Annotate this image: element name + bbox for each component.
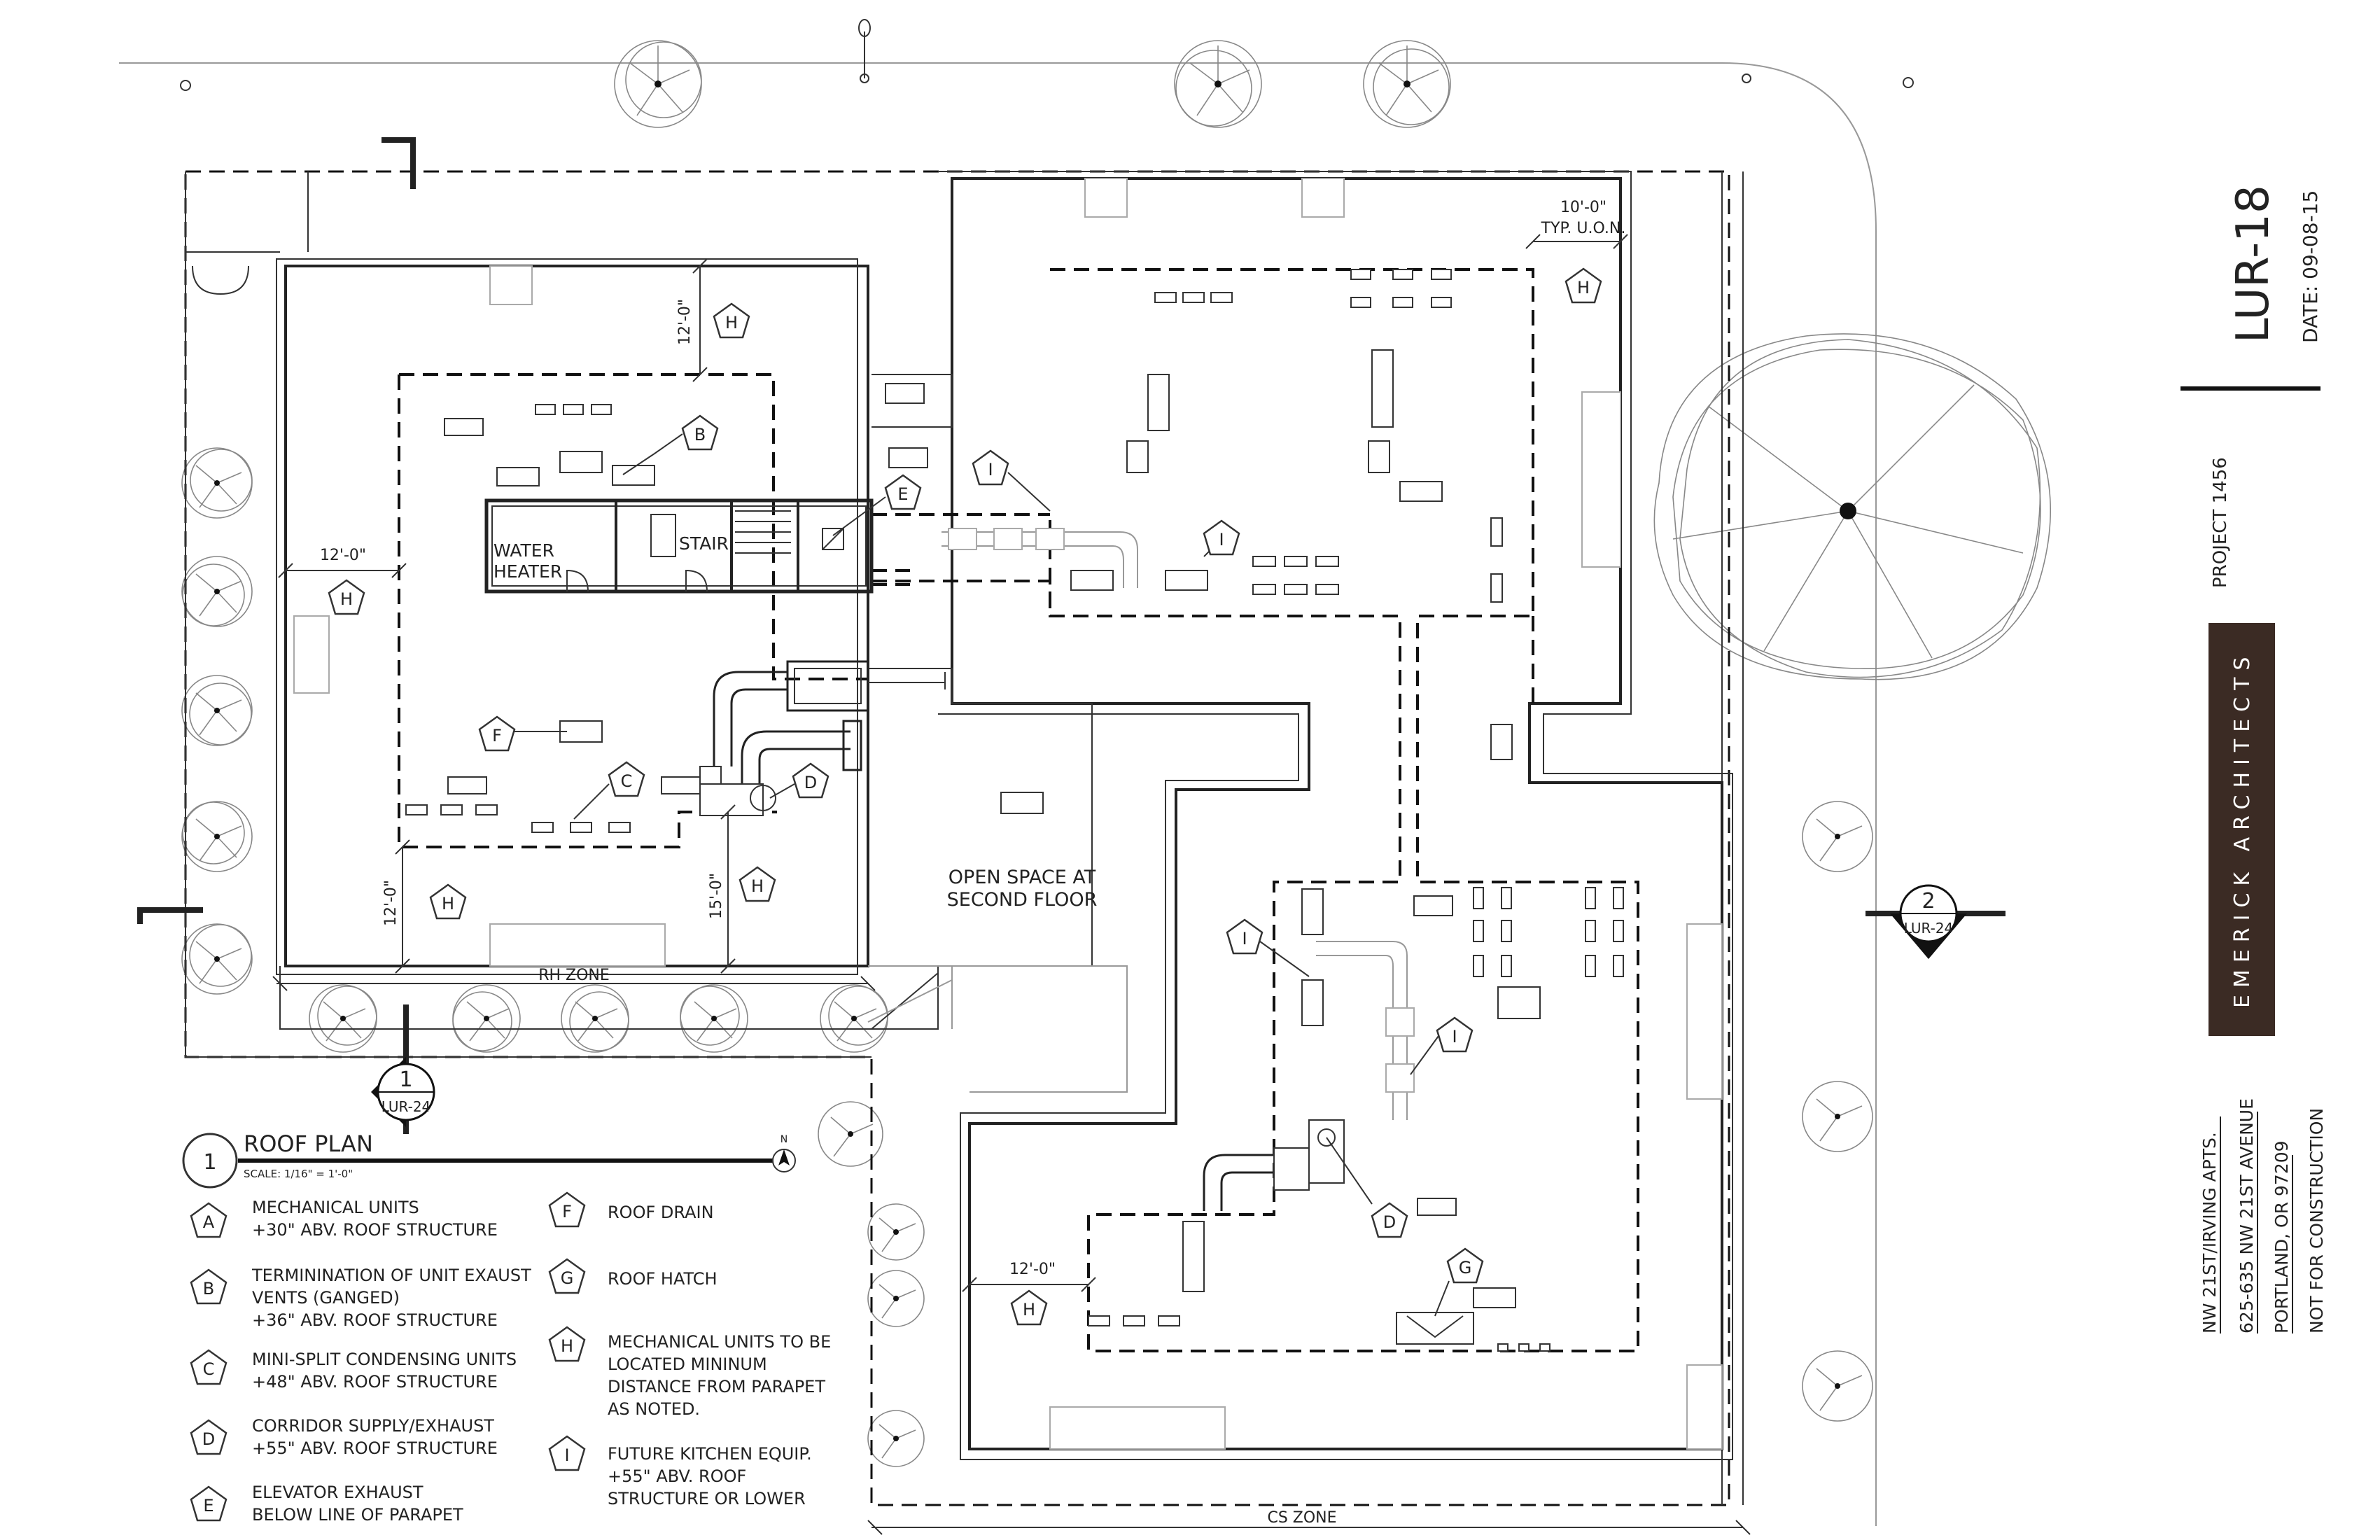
open-space-label: SECOND FLOOR [947, 889, 1098, 911]
plan-labels: WATER HEATER STAIR OPEN SPACE AT SECOND … [272, 533, 1751, 1535]
plan-scale: SCALE: 1/16" = 1'-0" [244, 1168, 353, 1180]
drawing-title: 1 ROOF PLAN SCALE: 1/16" = 1'-0" N [182, 1130, 796, 1189]
callout-F: F [492, 726, 502, 746]
legend-C: MINI-SPLIT CONDENSING UNITS+48" ABV. ROO… [252, 1350, 517, 1392]
water-heater-label: WATER [493, 540, 554, 561]
plan-number: 1 [203, 1150, 216, 1175]
roof-equipment [293, 178, 1723, 1450]
callout-H: H [751, 876, 764, 896]
section-2-number: 2 [1921, 889, 1935, 913]
sheet-title-block: LUR-18 DATE: 09-08-15 PROJECT 1456 EMERI… [2180, 185, 2327, 1334]
callout-I: I [988, 460, 993, 479]
address-line-3: PORTLAND, OR 97209 [2272, 1140, 2292, 1334]
legend-key-C: C [203, 1359, 215, 1379]
open-space-label: OPEN SPACE AT [948, 867, 1096, 888]
dim-12-north: 12'-0" [676, 299, 694, 345]
section-2-sheet: LUR-24 [1904, 920, 1954, 937]
section-markers: 1 LUR-24 2 LUR-24 [137, 137, 2005, 1134]
dim-typ: TYP. U.O.N. [1541, 220, 1626, 237]
dim-12-south: 12'-0" [382, 880, 400, 926]
legend-A: MECHANICAL UNITS+30" ABV. ROOF STRUCTURE [252, 1198, 498, 1240]
callout-D: D [1383, 1212, 1396, 1232]
section-1-sheet: LUR-24 [382, 1098, 431, 1115]
callout-I: I [1242, 929, 1247, 948]
firm-panel [2208, 623, 2275, 1036]
legend-D: CORRIDOR SUPPLY/EXHAUST+55" ABV. ROOF ST… [252, 1416, 498, 1458]
callout-I: I [1219, 530, 1224, 550]
legend-G: ROOF HATCH [608, 1269, 718, 1289]
legend-key-G: G [561, 1268, 574, 1288]
callout-I: I [1452, 1027, 1457, 1046]
legend-key-H: H [561, 1336, 573, 1356]
callout-B: B [694, 425, 706, 444]
sheet-number: LUR-18 [2227, 185, 2279, 343]
legend-key-E: E [203, 1496, 214, 1516]
callout-H: H [1023, 1300, 1035, 1320]
stair-label: STAIR [679, 533, 729, 554]
sheet-date: DATE: 09-08-15 [2299, 190, 2322, 343]
callout-D: D [804, 773, 817, 792]
building-outline [184, 170, 1744, 1506]
plan-title: ROOF PLAN [244, 1130, 373, 1157]
rh-zone-label: RH ZONE [538, 967, 610, 984]
cs-zone-label: CS ZONE [1267, 1509, 1336, 1527]
legend-key-B: B [203, 1279, 214, 1298]
legend-key-A: A [203, 1212, 215, 1232]
site-context [119, 19, 1914, 1526]
east-units [885, 269, 1624, 1352]
callout-H: H [442, 894, 454, 913]
building-core [484, 498, 874, 594]
callout-E: E [897, 484, 908, 504]
address-line-1: NW 21ST/IRVING APTS. [2199, 1132, 2220, 1334]
legend-key-I: I [564, 1446, 569, 1465]
callout-C: C [621, 771, 633, 791]
dim-10: 10'-0" [1560, 199, 1606, 216]
legend: A MECHANICAL UNITS+30" ABV. ROOF STRUCTU… [190, 1191, 831, 1525]
callouts: H B E H F C D H H I I H I I D G H [328, 267, 1602, 1326]
address-line-2: 625-635 NW 21ST AVENUE [2236, 1098, 2257, 1334]
callout-H: H [725, 313, 738, 332]
firm-name: EMERICK ARCHITECTS [2230, 650, 2255, 1008]
street-trees [181, 40, 2052, 1467]
legend-key-F: F [562, 1202, 572, 1222]
north-label: N [780, 1134, 788, 1145]
callout-G: G [1459, 1258, 1472, 1278]
legend-F: ROOF DRAIN [608, 1203, 714, 1222]
address-line-4: NOT FOR CONSTRUCTION [2306, 1108, 2327, 1334]
water-heater-label: HEATER [493, 561, 562, 582]
project-number: PROJECT 1456 [2210, 457, 2231, 588]
west-units [405, 404, 1044, 833]
dim-12-east: 12'-0" [1009, 1261, 1056, 1278]
ductwork [699, 528, 1415, 1211]
legend-key-D: D [202, 1429, 215, 1449]
callout-H: H [1577, 278, 1590, 298]
dim-15: 15'-0" [708, 873, 725, 919]
parapet-vents [293, 178, 1723, 1450]
section-1-number: 1 [399, 1068, 412, 1092]
callout-H: H [340, 589, 353, 609]
dim-12-west: 12'-0" [320, 547, 366, 564]
dimensions: 12'-0" 12'-0" 12'-0" 15'-0" 12'-0" 10'-0… [278, 199, 1628, 1292]
